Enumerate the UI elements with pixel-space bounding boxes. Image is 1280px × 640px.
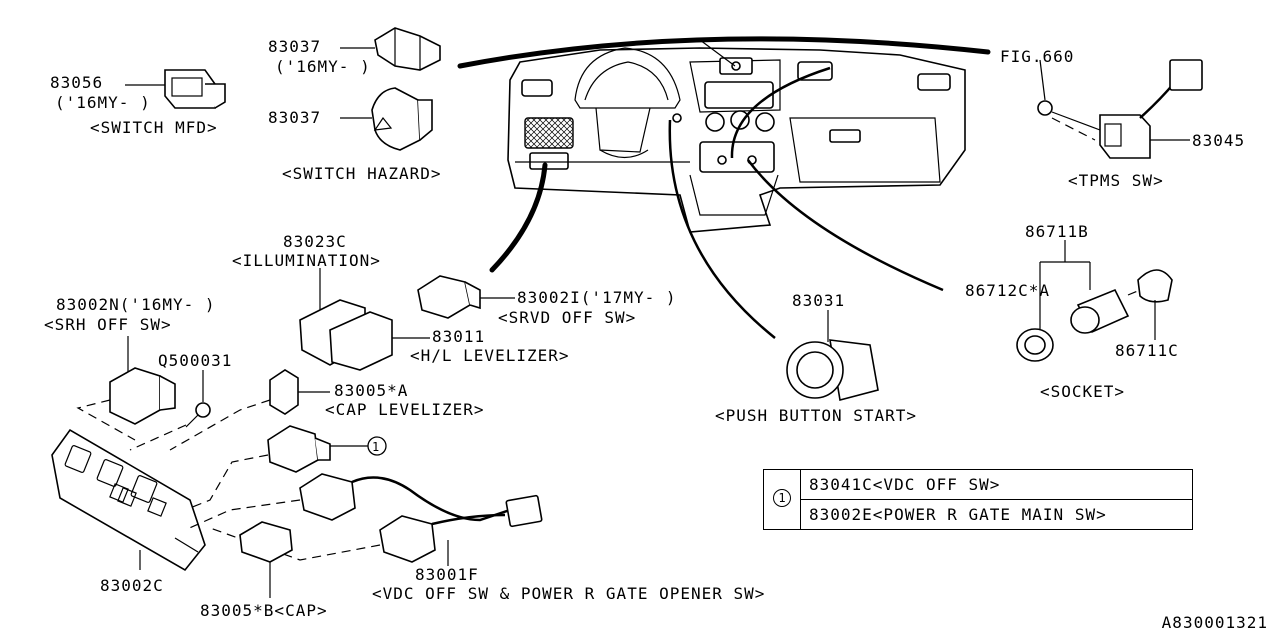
label-83001f: 83001F — [415, 565, 479, 584]
cap-83005b-drawing — [239, 521, 293, 598]
hazard-switch-drawing — [340, 87, 433, 151]
label-srh-off-sw: <SRH OFF SW> — [44, 315, 172, 334]
vdc-off-switch-drawing — [179, 425, 368, 513]
switch-bezel-drawing — [51, 428, 206, 572]
label-cap-levelizer: <CAP LEVELIZER> — [325, 400, 485, 419]
label-q500031: Q500031 — [158, 351, 232, 370]
label-86711c: 86711C — [1115, 341, 1179, 360]
label-86712c: 86712C*A — [965, 281, 1050, 300]
reference-key-circle: 1 — [773, 489, 791, 507]
label-83002c: 83002C — [100, 576, 164, 595]
reference-row: 83041C<VDC OFF SW> — [801, 470, 1192, 500]
label-83011: 83011 — [432, 327, 485, 346]
diagram-id: A830001321 — [1161, 613, 1268, 632]
gate-opener-switch-drawing — [184, 473, 543, 566]
label-vdc-power-sw: <VDC OFF SW & POWER R GATE OPENER SW> — [372, 584, 765, 603]
label-83023c: 83023C — [283, 232, 347, 251]
label-switch-hazard: <SWITCH HAZARD> — [282, 164, 442, 183]
label-illumination: <ILLUMINATION> — [232, 251, 381, 270]
label-86711b: 86711B — [1025, 222, 1089, 241]
tpms-switch-drawing — [1037, 59, 1203, 159]
cap-levelizer-drawing — [169, 369, 330, 451]
label-83037-hazard: 83037 — [268, 108, 321, 127]
label-83031: 83031 — [792, 291, 845, 310]
callout-number: 1 — [372, 440, 380, 454]
srvd-off-switch-drawing — [417, 275, 515, 319]
power-socket-drawing — [1016, 240, 1173, 362]
label-83045: 83045 — [1192, 131, 1245, 150]
label-hl-levelizer: <H/L LEVELIZER> — [410, 346, 570, 365]
label-83037-top: 83037 — [268, 37, 321, 56]
label-83056: 83056 — [50, 73, 103, 92]
label-83005a: 83005*A — [334, 381, 408, 400]
mfd-switch-drawing — [125, 69, 226, 109]
switch-83037-top-drawing — [340, 27, 441, 71]
label-push-button-start: <PUSH BUTTON START> — [715, 406, 917, 425]
label-srvd-off-sw: <SRVD OFF SW> — [498, 308, 636, 327]
reference-table: 1 83041C<VDC OFF SW> 83002E<POWER R GATE… — [763, 469, 1193, 530]
label-83037-top-note: ('16MY- ) — [275, 57, 371, 76]
label-83056-note: ('16MY- ) — [55, 93, 151, 112]
label-tpms-sw: <TPMS SW> — [1068, 171, 1164, 190]
srh-off-switch-drawing — [76, 336, 176, 441]
illumination-switch-drawing — [299, 268, 430, 371]
label-83002n: 83002N('16MY- ) — [56, 295, 216, 314]
instrument-panel-drawing — [507, 47, 966, 233]
label-fig660: FIG.660 — [1000, 47, 1074, 66]
label-83002i: 83002I('17MY- ) — [517, 288, 677, 307]
push-start-button-drawing — [786, 310, 879, 401]
reference-key-cell: 1 — [764, 470, 801, 529]
label-83005b: 83005*B<CAP> — [200, 601, 328, 620]
reference-row: 83002E<POWER R GATE MAIN SW> — [809, 505, 1107, 524]
screw-q500031-drawing — [129, 370, 211, 451]
callout-circle — [367, 436, 387, 456]
label-socket: <SOCKET> — [1040, 382, 1125, 401]
wiring-harness-lines — [457, 36, 991, 339]
label-switch-mfd: <SWITCH MFD> — [90, 118, 218, 137]
